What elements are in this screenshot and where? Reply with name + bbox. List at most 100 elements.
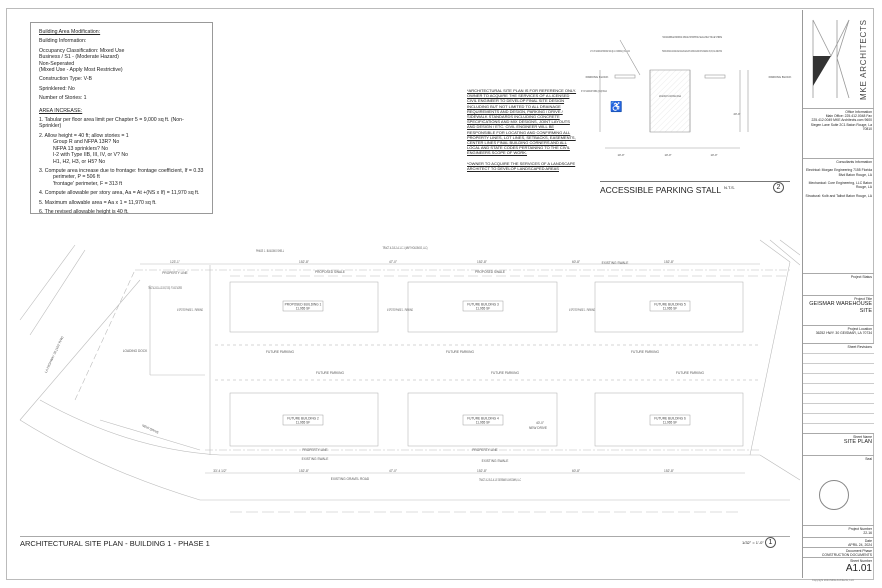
building-4: FUTURE BUILDING 411,965 SF bbox=[462, 414, 504, 426]
phase-label: PHASE 1 - BUILDING SHELL bbox=[256, 249, 284, 253]
building-name: FUTURE BUILDING 6 bbox=[654, 417, 686, 421]
mke-logo: MKE ARCHITECTS bbox=[812, 19, 868, 100]
spots-label: 4 SPOTS PHASE 1 - PARKING bbox=[177, 308, 203, 312]
seal: Seal bbox=[803, 455, 874, 525]
dim-top: 152'-8" bbox=[299, 260, 309, 264]
loading-dock-label: LOADING DOCK bbox=[123, 349, 148, 353]
spots-label: 4 SPOTS PHASE 1 - PARKING bbox=[569, 308, 595, 312]
future-parking-label: FUTURE PARKING bbox=[631, 350, 659, 354]
firm-name: MKE ARCHITECTS bbox=[859, 20, 868, 100]
existing-swale-label: EXISTING SWALE bbox=[302, 457, 329, 461]
drawing-sheet-border bbox=[6, 8, 874, 580]
dim-top: 152'-8" bbox=[664, 260, 674, 264]
site-plan-drawing: PHASE 1 - BUILDING SHELL TRACT A-2-B-2-A… bbox=[19, 239, 800, 513]
building-1: PROPOSED BUILDING 111,965 SF bbox=[282, 300, 324, 312]
building-5: FUTURE BUILDING 511,965 SF bbox=[649, 300, 691, 312]
note-line: 3. Compute area increase due to frontage… bbox=[39, 167, 204, 174]
dim-w3: 10'-0" bbox=[710, 153, 717, 157]
wheelchair-icon: ♿ bbox=[610, 100, 622, 113]
note-line: Number of Stories: 1 bbox=[39, 95, 87, 102]
building-name: FUTURE BUILDING 3 bbox=[467, 303, 499, 307]
note-line: Group R and NFPA 13R? No bbox=[53, 139, 120, 146]
note-line: Occupancy Classification: Mixed Use bbox=[39, 47, 125, 54]
site-plan-title: ARCHITECTURAL SITE PLAN - BUILDING 1 - P… bbox=[20, 536, 790, 548]
detail-scale: N.T.S. bbox=[724, 185, 735, 190]
existing-swale-label: EXISTING SWALE bbox=[482, 459, 509, 463]
note-line: Construction Type: V-B bbox=[39, 76, 92, 83]
dim-bottom: 152'-8" bbox=[664, 469, 674, 473]
note-line: Business / S1 - (Moderate Hazard) bbox=[39, 54, 119, 61]
building-name: FUTURE BUILDING 2 bbox=[287, 417, 319, 421]
building-area: 11,965 SF bbox=[663, 307, 678, 311]
dim-h: 20'-0" bbox=[733, 112, 740, 116]
site-plan-scale: 1/32" = 1'-0" bbox=[742, 540, 764, 545]
note-line: I-2 with Type IIB, III, IV, or V? No bbox=[53, 152, 128, 159]
sheet-revisions: Sheet Revisions bbox=[803, 343, 874, 433]
area-increase-heading: AREA INCREASE: bbox=[39, 107, 83, 114]
future-parking-label: FUTURE PARKING bbox=[491, 371, 519, 375]
note-line: (Mixed Use - Apply Most Restrictive) bbox=[39, 67, 123, 74]
slope-note: *PARKING SPACES & ACCESS AISLES SHALL BE… bbox=[662, 49, 722, 53]
proposed-swale-label: PROPOSED SWALE bbox=[475, 270, 505, 274]
future-parking-label: FUTURE PARKING bbox=[316, 371, 344, 375]
property-line-label: PROPERTY LINE bbox=[162, 271, 187, 275]
note-line: 6. The revised allowable height is 40 ft… bbox=[39, 208, 129, 215]
landscape-disclaimer: *Owner to acquire the services of a land… bbox=[467, 160, 576, 171]
note-line: perimeter, P = 506 ft bbox=[53, 174, 100, 181]
future-parking-label: FUTURE PARKING bbox=[676, 371, 704, 375]
building-6: FUTURE BUILDING 611,965 SF bbox=[649, 414, 691, 426]
dim-bottom: 152'-8" bbox=[477, 469, 487, 473]
future-parking-label: FUTURE PARKING bbox=[266, 350, 294, 354]
block-right-label: PARKING BLOCK bbox=[769, 75, 792, 79]
note-line: NFPA 13 sprinklers? No bbox=[53, 145, 108, 152]
notes-heading: Building Area Modification: bbox=[39, 29, 101, 35]
building-2: FUTURE BUILDING 211,965 SF bbox=[282, 414, 324, 426]
dim-bottom: 47'-0" bbox=[389, 469, 397, 473]
dim-w1: 10'-0" bbox=[617, 153, 624, 157]
disclaimer-notes: *Architectural site plan is for referenc… bbox=[467, 88, 577, 176]
proposed-swale-label: PROPOSED SWALE bbox=[315, 270, 345, 274]
building-area: 11,965 SF bbox=[296, 421, 311, 425]
building-area-notes: Building Area Modification: Building Inf… bbox=[30, 22, 213, 215]
symbol-note: 60" X 36" HANDICAP SYMBOL @ REQD STALLS bbox=[581, 89, 607, 93]
stripe-note: *ACCESSIBLE PARKING SPACE STRIPPING SHAL… bbox=[662, 35, 722, 39]
dim-bottom: 152'-8" bbox=[299, 469, 309, 473]
building-name: FUTURE BUILDING 4 bbox=[467, 417, 499, 421]
project-status: Project Status bbox=[803, 273, 874, 295]
dim-top: 47'-0" bbox=[389, 260, 397, 264]
building-3: FUTURE BUILDING 311,965 SF bbox=[462, 300, 504, 312]
dim-w2: 10'-0" bbox=[664, 153, 671, 157]
note-line: 5. Maximum allowable area = Aa x 1 = 11,… bbox=[39, 199, 157, 206]
sign-note: 12" X 18" HANDICAP PARKING SIGN @ H.C. P… bbox=[590, 49, 630, 53]
building-area: 11,965 SF bbox=[663, 421, 678, 425]
note-line: 1. Tabular per floor area limit per Chap… bbox=[39, 117, 184, 130]
note-line: Sprinklered: No bbox=[39, 85, 75, 92]
civil-disclaimer: *Architectural site plan is for referenc… bbox=[467, 88, 577, 156]
spots-label: 4 SPOTS PHASE 1 - PARKING bbox=[387, 308, 413, 312]
state-seal-icon bbox=[819, 480, 849, 510]
dim-bottom: 60'-8" bbox=[572, 469, 580, 473]
note-line: 2. Allow height = 40 ft; allow stories =… bbox=[39, 132, 129, 139]
tract-bottom: TRACT A-2-B-2-A-1-E GEISMAR LAYDOWN, LLC bbox=[479, 478, 521, 482]
existing-swale-label: EXISTING SWALE bbox=[602, 261, 629, 265]
note-line: 4. Compute allowable per story area, Aa … bbox=[39, 190, 200, 197]
dim-top: 123'-1" bbox=[170, 260, 180, 264]
road-bottom: EXISTING GRAVEL ROAD bbox=[331, 477, 370, 481]
site-plan-number: 1 bbox=[765, 537, 776, 548]
property-line-label: PROPERTY LINE bbox=[472, 448, 497, 452]
tract-top: TRACT A-2-B-2-A-1-C-1 (MWT HOLDINGS, LLC… bbox=[383, 246, 428, 250]
building-area: 11,965 SF bbox=[476, 307, 491, 311]
block-left-label: PARKING BLOCK bbox=[586, 75, 609, 79]
tract-left: TRACT A-2-B-2-A-1-D 210,273 SQ. FT. 4.82… bbox=[148, 286, 182, 290]
building-name: PROPOSED BUILDING 1 bbox=[285, 303, 322, 307]
note-line: H1, H2, H3, or H5? No bbox=[53, 158, 106, 165]
road-left: LA HIGHWAY 30 (100' R/W) bbox=[44, 336, 64, 374]
